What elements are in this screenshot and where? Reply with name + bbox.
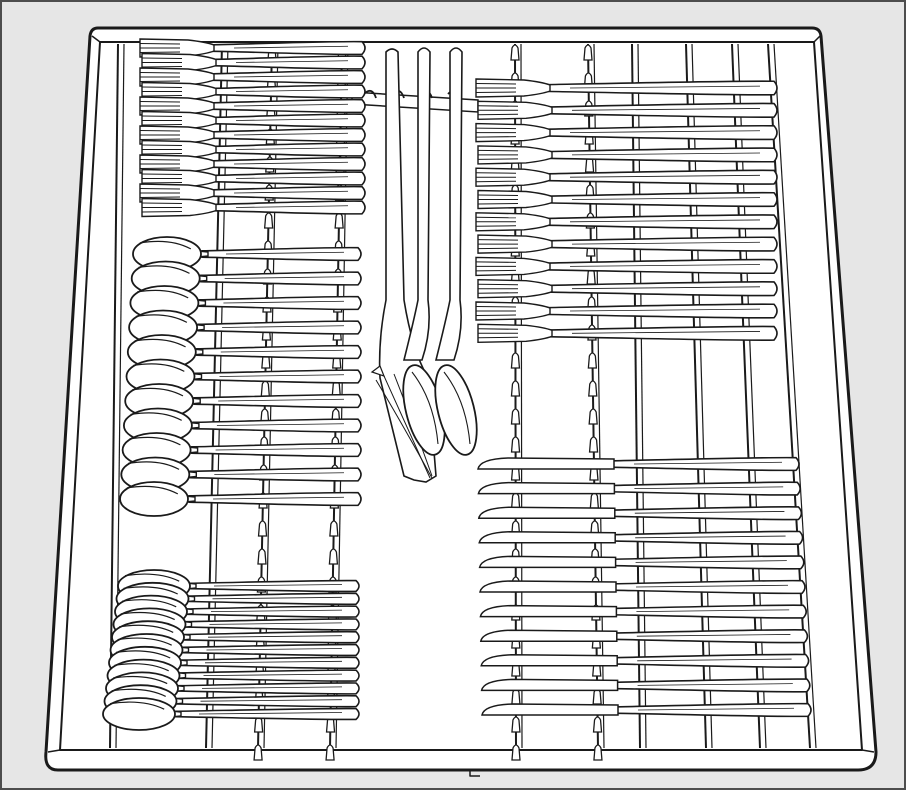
rail-spike — [257, 520, 268, 537]
spoon — [132, 236, 362, 272]
rail-spike — [589, 492, 600, 509]
knife — [477, 456, 800, 472]
rail-spike — [511, 744, 521, 761]
fork — [475, 122, 778, 143]
fork — [141, 81, 366, 102]
rail-spike — [583, 44, 593, 61]
knife — [479, 629, 809, 644]
rail-spike — [587, 352, 598, 369]
fork — [139, 125, 366, 145]
rail-spike — [592, 688, 602, 705]
rail-spike — [510, 436, 521, 453]
fork — [141, 197, 366, 218]
fork — [477, 323, 778, 344]
fork — [139, 67, 366, 87]
fork — [475, 212, 778, 232]
fork — [141, 168, 366, 189]
knife — [477, 506, 803, 521]
tray-inner-shadow — [47, 35, 875, 753]
knife — [480, 678, 811, 693]
knife — [478, 530, 804, 545]
fork — [139, 96, 366, 116]
rail-spike — [593, 744, 603, 761]
knife — [480, 653, 810, 668]
rail-spike — [263, 212, 274, 229]
rail-spike — [588, 408, 598, 425]
rail-spike — [510, 408, 521, 425]
rail-spike — [260, 380, 271, 397]
knife — [478, 555, 805, 570]
fork — [477, 234, 778, 254]
rail-spike — [510, 492, 521, 509]
rail-spike — [325, 744, 335, 761]
rail-spike — [592, 716, 603, 733]
fork — [141, 52, 366, 73]
knife — [479, 579, 806, 595]
rail-spike — [253, 716, 264, 733]
fork — [475, 301, 778, 321]
fork — [475, 167, 778, 187]
fork — [475, 256, 778, 277]
fork — [139, 38, 366, 58]
rail-spike — [334, 212, 344, 229]
rail-spike — [511, 688, 521, 705]
serving-spoon — [434, 47, 478, 456]
rail-spike — [253, 744, 263, 761]
fork — [139, 183, 366, 203]
fork — [475, 78, 778, 98]
cutlery-items — [102, 38, 812, 731]
fork — [477, 145, 778, 165]
rail-spike — [510, 380, 521, 397]
tray-bottom-lip — [469, 770, 480, 777]
fork — [139, 154, 366, 174]
knife — [477, 481, 801, 496]
spoon — [119, 481, 362, 517]
rail-spike — [510, 352, 521, 369]
rail-spike — [588, 436, 599, 453]
spoon — [102, 697, 360, 731]
serving-spoon — [402, 47, 446, 456]
rail-spike — [510, 44, 520, 61]
knife — [479, 604, 807, 619]
rail-spike — [328, 548, 339, 565]
rail-spike — [588, 380, 598, 397]
fork — [477, 278, 778, 299]
knife — [481, 702, 812, 718]
rail-spike — [511, 716, 521, 733]
fork — [141, 110, 366, 131]
rail — [631, 43, 647, 749]
fork — [477, 189, 778, 210]
fork — [477, 100, 778, 121]
rail-spike — [257, 548, 267, 565]
rail-spike — [329, 520, 339, 537]
